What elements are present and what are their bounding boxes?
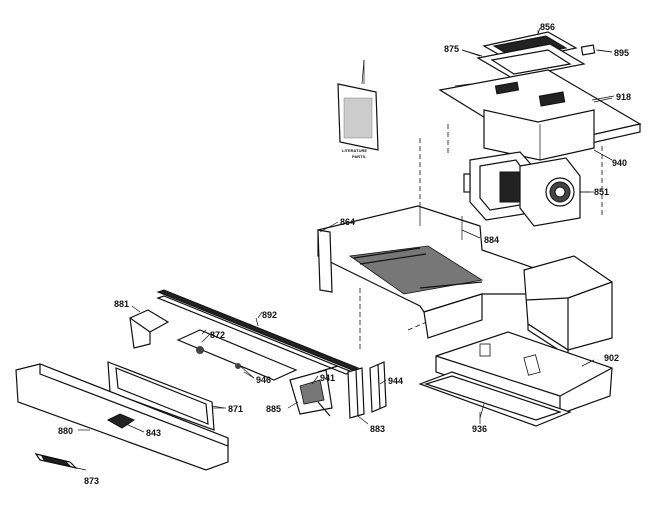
label-864: 864 [340,217,355,227]
part-872-plate [176,329,298,381]
label-880: 880 [58,426,73,436]
part-936-panel [418,371,572,427]
part-851-blower [463,151,594,227]
label-843: 843 [146,428,161,438]
leader-lines [67,27,613,471]
label-941: 941 [320,373,335,383]
part-871-frame [107,361,225,431]
label-892: 892 [262,310,277,320]
label-parts: PARTS [352,154,366,159]
part-902-tray [435,331,613,415]
part-864-chassis [317,205,613,358]
part-880-front-panel [15,363,229,471]
label-883: 883 [370,424,385,434]
label-895: 895 [614,48,629,58]
part-881-bracket [129,309,170,349]
label-936: 936 [472,424,487,434]
label-940: 940 [612,158,627,168]
label-851: 851 [594,187,609,197]
label-944: 944 [388,376,403,386]
label-946: 946 [256,375,271,385]
part-895-clip [580,44,613,56]
part-873-clip [34,453,78,470]
label-872: 872 [210,330,225,340]
label-875: 875 [444,44,459,54]
label-902: 902 [604,353,619,363]
part-944-bracket [369,361,387,413]
label-856: 856 [540,22,555,32]
literature-booklet [337,59,379,151]
label-literature: LITERATURE [342,148,367,153]
part-941-bracket [289,365,339,417]
label-881: 881 [114,299,129,309]
label-885: 885 [266,404,281,414]
part-labels: LITERATURE PARTS 856 875 895 918 940 851… [58,22,631,486]
part-883-bracket [347,367,365,419]
label-918: 918 [616,92,631,102]
part-892-strip [156,289,360,375]
part-875-frame [461,43,586,79]
label-871: 871 [228,404,243,414]
label-884: 884 [484,235,499,245]
label-873: 873 [84,476,99,486]
